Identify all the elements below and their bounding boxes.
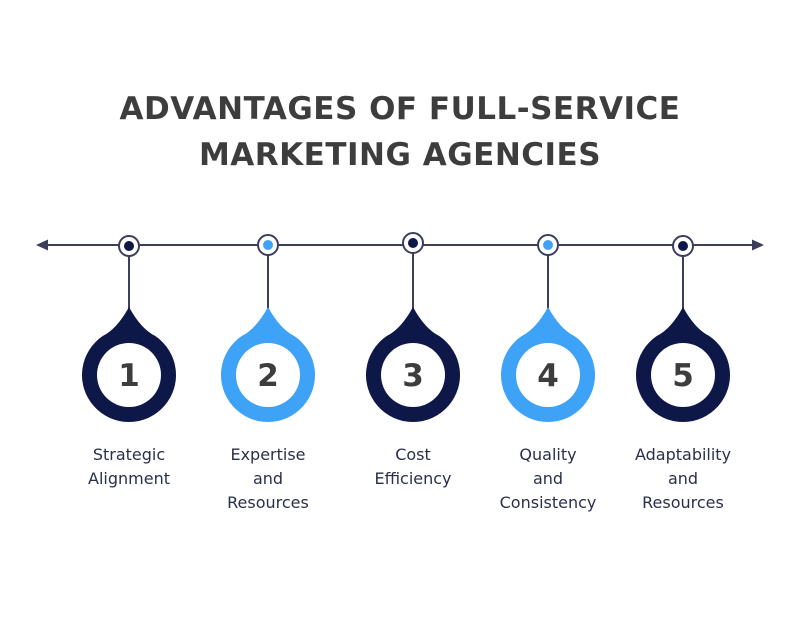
pin-inner-circle [516,343,580,407]
step-label-line: Cost [395,445,431,464]
timeline-marker-dot [678,241,688,251]
step-label-line: Resources [227,493,309,512]
step-label-line: Efficiency [374,469,452,488]
title-line-1: ADVANTAGES OF FULL-SERVICE [119,91,681,127]
timeline-marker-dot [408,238,418,248]
pin-inner-circle [236,343,300,407]
step-label-line: Consistency [499,493,597,512]
title-line-2: MARKETING AGENCIES [198,137,602,173]
diagram-title: ADVANTAGES OF FULL-SERVICE MARKETING AGE… [0,86,800,178]
step-2: 2 [220,234,315,422]
arrow-right-icon [752,239,764,251]
step-4: 4 [501,234,595,423]
timeline-axis [36,239,764,251]
step-label-line: Resources [642,493,724,512]
timeline-marker-dot [263,240,273,250]
step-number: 1 [118,358,140,394]
step-number: 4 [537,358,559,394]
pin-inner-circle [381,343,445,407]
step-label-line: Alignment [88,469,170,488]
step-5: 5 [635,235,730,423]
arrow-left-icon [36,239,48,251]
step-label-line: Quality [519,445,577,464]
step-label-line: and [252,469,284,488]
step-label-line: and [532,469,564,488]
step-label-line: Expertise [230,445,306,464]
step-label-line: Strategic [92,445,166,464]
timeline-marker-dot [124,241,134,251]
step-1: 1 [82,235,176,422]
pin-inner-circle [651,343,715,407]
steps-layer: 1 2 3 4 5 [82,232,730,423]
timeline-marker-dot [543,240,553,250]
step-number: 5 [672,358,694,394]
step-label-line: Adaptability [634,445,732,464]
step-number: 2 [257,358,279,394]
step-label-line: and [667,469,699,488]
pin-inner-circle [97,343,161,407]
step-3: 3 [365,232,460,422]
step-number: 3 [402,358,424,394]
